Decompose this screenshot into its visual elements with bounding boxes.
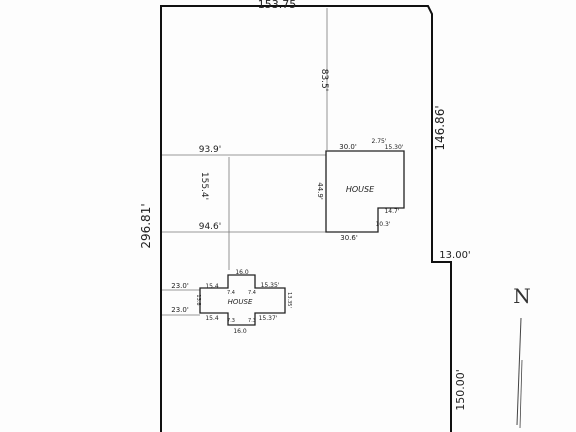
label-notch: 13.00' bbox=[439, 250, 470, 261]
house-east-right-step: 14.7' bbox=[384, 208, 399, 215]
house-west-left-bottom: 15.4 bbox=[205, 315, 219, 322]
house-east-top-right: 15.30' bbox=[385, 144, 404, 151]
house-east-top-width: 30.0' bbox=[339, 143, 357, 151]
north-arrow-icon bbox=[516, 317, 523, 429]
house-west-setback-upper: 23.0' bbox=[171, 282, 189, 290]
house-west-wing-bottom: 16.0 bbox=[233, 328, 247, 335]
label-dim-horizontal-upper: 93.9' bbox=[199, 145, 222, 155]
house-west-wing-top: 16.0 bbox=[235, 269, 249, 276]
label-left-boundary: 296.81' bbox=[139, 203, 153, 248]
house-west-right-height: 13.35' bbox=[286, 292, 292, 308]
house-west-left-top: 15.4 bbox=[205, 283, 219, 290]
label-right-upper: 146.86' bbox=[433, 105, 447, 150]
house-east-label: HOUSE bbox=[346, 185, 375, 194]
house-west-label: HOUSE bbox=[228, 298, 253, 306]
label-dim-vertical-top: 83.5' bbox=[319, 69, 329, 92]
house-west-small-br: 7.3 bbox=[248, 318, 256, 324]
label-top-boundary: 153.75 bbox=[258, 0, 297, 11]
house-west-left-height: 13.8 bbox=[195, 294, 201, 305]
house-east-left-depth: 44.9' bbox=[316, 182, 324, 200]
label-right-lower: 150.00' bbox=[454, 369, 467, 411]
house-west-right-top: 15.35' bbox=[261, 282, 280, 289]
house-east-bottom-width: 30.6' bbox=[340, 234, 358, 242]
label-dim-vertical-mid: 155.4' bbox=[199, 172, 209, 200]
dimension-lines bbox=[162, 8, 328, 316]
house-west-outline bbox=[199, 274, 286, 326]
house-west-right-bottom: 15.37' bbox=[259, 315, 278, 322]
house-west-setback-lower: 23.0' bbox=[171, 306, 189, 314]
boundary-line bbox=[160, 5, 452, 432]
property-boundary bbox=[160, 5, 452, 432]
house-west-small-tr: 7.4 bbox=[248, 290, 256, 296]
house-east-right-small: 10.3' bbox=[375, 221, 390, 228]
house-east-notch-small: 2.75' bbox=[371, 138, 386, 145]
house-west-small-bl: 7.3 bbox=[227, 318, 235, 324]
house-east-outline bbox=[325, 150, 405, 233]
north-label: N bbox=[513, 284, 531, 308]
label-dim-horizontal-lower: 94.6' bbox=[199, 222, 222, 232]
house-west-small-tl: 7.4 bbox=[227, 290, 235, 296]
